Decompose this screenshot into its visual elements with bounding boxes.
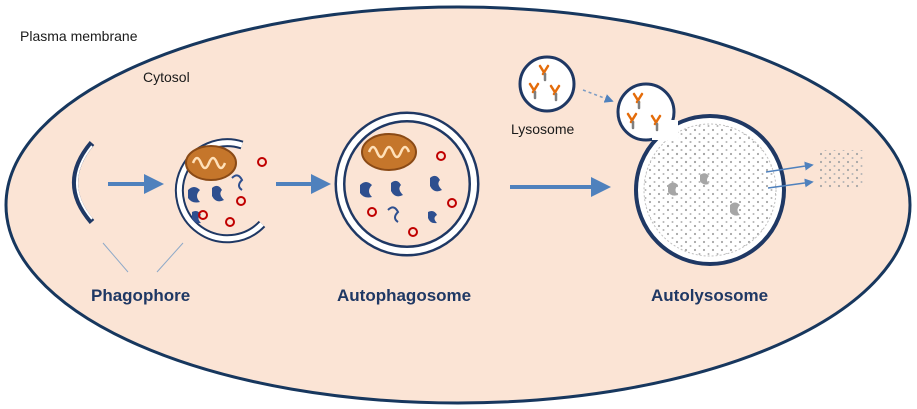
particle-8	[447, 198, 457, 208]
autolysosome	[634, 114, 786, 266]
label-autophagosome: Autophagosome	[337, 286, 472, 305]
protein-7	[428, 211, 437, 224]
protein-strand-1	[231, 174, 244, 191]
protein-6	[430, 175, 442, 192]
protein-remnant-1	[668, 182, 678, 196]
enzyme-2	[528, 82, 540, 100]
lysosome-free	[518, 55, 576, 113]
release-arrow-2	[767, 178, 814, 189]
particle-4	[198, 210, 208, 220]
phagophore-pointer-right	[156, 242, 184, 273]
label-lysosome: Lysosome	[511, 121, 575, 137]
particle-5	[436, 151, 446, 161]
enzyme-1	[538, 64, 550, 82]
enzyme-4	[632, 92, 644, 110]
enzyme-6	[650, 114, 662, 132]
lysosome-dashed-arrow	[582, 89, 614, 103]
particle-6	[367, 207, 377, 217]
enzyme-3	[549, 84, 561, 102]
label-cytosol: Cytosol	[143, 69, 190, 85]
particle-2	[236, 196, 246, 206]
particle-3	[225, 217, 235, 227]
mitochondrion-2	[361, 133, 417, 171]
particle-7	[408, 227, 418, 237]
label-phagophore: Phagophore	[91, 286, 191, 305]
protein-1	[188, 187, 200, 203]
protein-5	[391, 180, 403, 197]
autophagosome-vesicle	[334, 111, 480, 257]
protein-remnant-2	[730, 202, 740, 216]
lysosome-fusing	[616, 82, 678, 142]
label-autolysosome: Autolysosome	[651, 286, 769, 305]
phagophore-vesicle	[174, 138, 267, 244]
protein-2	[212, 185, 224, 202]
particle-1	[257, 157, 267, 167]
protein-remnant-3	[700, 173, 709, 185]
release-arrow-1	[765, 161, 814, 173]
enzyme-5	[626, 112, 638, 130]
protein-4	[360, 182, 372, 198]
phagophore-crescent	[72, 141, 95, 224]
phagophore-pointer-left	[102, 242, 129, 273]
mitochondrion-1	[185, 145, 237, 181]
released-molecules	[820, 150, 865, 188]
phagophore-crescent-inner	[76, 145, 93, 220]
label-plasma-membrane: Plasma membrane	[20, 28, 138, 44]
protein-strand-2	[387, 206, 400, 223]
